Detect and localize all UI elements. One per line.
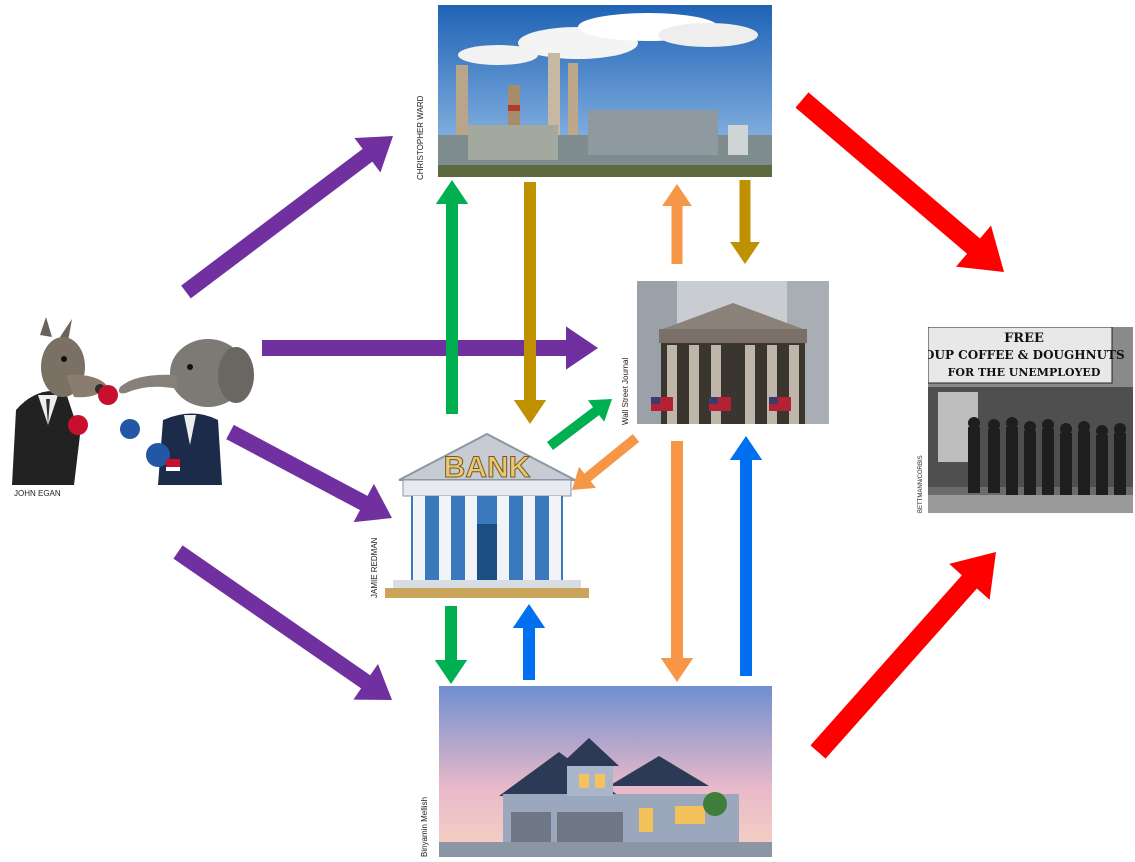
bank-building-icon: BANK <box>385 432 589 598</box>
house-credit: Binyamin Mellish <box>420 796 429 857</box>
arrow-politics-to-bank <box>226 424 392 523</box>
bank-credit: JAMIE REDMAN <box>370 537 379 598</box>
arrow-politics-to-house <box>173 545 392 700</box>
bank-sign: BANK <box>444 451 531 484</box>
breadline-credit: BETTMANN/CORBIS <box>918 455 924 513</box>
arrow-factory-to-stock-exchange <box>730 180 760 264</box>
factory-credit: CHRISTOPHER WARD <box>416 95 425 180</box>
depression-breadline-photo: FREE SOUP COFFEE & DOUGHNUTS FOR THE UNE… <box>915 326 1133 513</box>
arrow-stock-exchange-to-factory <box>662 184 692 264</box>
breadline-sign-line3: FOR THE UNEMPLOYED <box>948 366 1101 379</box>
arrow-bank-to-house <box>434 606 468 684</box>
stock-exchange-credit: Wall Street Journal <box>621 357 630 425</box>
arrow-stock-exchange-to-bank <box>572 434 640 490</box>
stock-exchange-image <box>637 281 829 424</box>
boxing-donkey-elephant-icon <box>12 317 254 485</box>
arrow-factory-to-bank <box>513 182 547 424</box>
politics-image <box>8 315 258 485</box>
bank-image: BANK <box>385 432 589 600</box>
arrow-bank-to-stock-exchange <box>547 399 612 450</box>
arrow-factory-to-breadline <box>795 92 1004 273</box>
arrow-politics-to-stock-exchange <box>262 326 598 370</box>
breadline-sign-line1: FREE <box>1004 331 1044 346</box>
breadline-image: FREE SOUP COFFEE & DOUGHNUTS FOR THE UNE… <box>915 326 1133 513</box>
arrow-bank-to-factory <box>435 180 469 414</box>
arrow-politics-to-factory <box>181 136 393 299</box>
factory-image <box>438 5 772 177</box>
stock-exchange-building-icon <box>637 281 829 424</box>
breadline-sign-line2: SOUP COFFEE & DOUGHNUTS <box>928 348 1125 362</box>
arrow-house-to-bank <box>512 604 546 680</box>
politics-credit: JOHN EGAN <box>14 489 61 498</box>
power-plant-icon <box>438 5 772 177</box>
arrow-stock-exchange-to-house <box>660 441 694 682</box>
arrow-house-to-breadline <box>810 552 996 759</box>
house-image <box>439 686 772 857</box>
house-icon <box>439 686 772 857</box>
arrow-house-to-stock-exchange <box>729 436 763 676</box>
